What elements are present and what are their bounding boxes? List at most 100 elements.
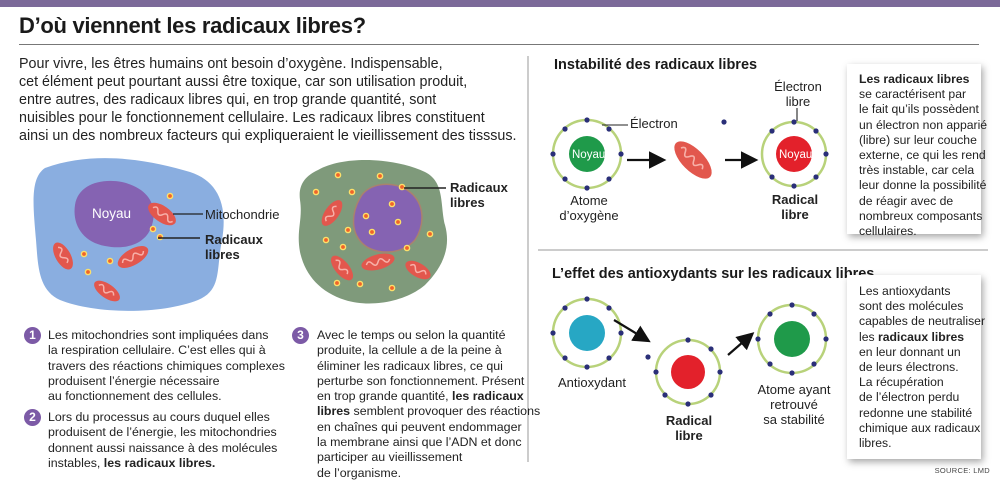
instability-section-title: Instabilité des radicaux libres bbox=[554, 57, 758, 73]
free-electron-label: Électron libre bbox=[771, 79, 825, 109]
mitochondrion bbox=[148, 202, 176, 226]
electrons bbox=[550, 296, 624, 370]
info-box-text: Les antioxydants sont des molécules capa… bbox=[859, 284, 985, 451]
free-radicals-label: Radicaux libres bbox=[205, 232, 263, 262]
step-text: en trop grande quantité, bbox=[317, 389, 453, 404]
info-line: redonne une stabilité bbox=[859, 405, 973, 420]
step-line: de l’organisme. bbox=[317, 465, 402, 480]
intro-line: cet élément peut pourtant aussi être tox… bbox=[19, 74, 468, 90]
label-line: libre bbox=[785, 94, 811, 109]
antioxidant-section-title: L’effet des antioxydants sur les radicau… bbox=[552, 266, 875, 282]
info-line: sont des molécules bbox=[859, 299, 964, 314]
antioxidant-label: Antioxydant bbox=[558, 375, 626, 390]
info-line: (libre) sur leur couche bbox=[859, 132, 977, 147]
mitochondrion bbox=[117, 246, 149, 268]
step-line: donnent aussi naissance à des molécules bbox=[48, 440, 278, 455]
page-title: D’où viennent les radicaux libres? bbox=[19, 13, 366, 38]
step-text: semblent provoquer des réactions bbox=[350, 404, 541, 419]
info-line: externe, ce qui les rend bbox=[859, 148, 986, 163]
intro-line: nuisibles pour le fonctionnement cellula… bbox=[19, 110, 485, 126]
step-line: perturbe son fonctionnement. Présent bbox=[317, 373, 525, 388]
info-line: très instable, car cela bbox=[859, 163, 975, 178]
step-line: produisent de l’énergie, les mitochondri… bbox=[48, 425, 277, 440]
oxygen-atom-label: Atome d’oxygène bbox=[558, 193, 620, 223]
nucleus bbox=[74, 180, 154, 248]
info-line: leur donne la possibilité bbox=[859, 178, 987, 193]
top-accent-bar bbox=[0, 0, 1000, 7]
healthy-cell bbox=[33, 158, 224, 311]
step-line: la respiration cellulaire. C’est elles q… bbox=[48, 343, 266, 358]
label-line: Radicaux bbox=[205, 232, 263, 247]
step-line: la membrane ainsi que l’ADN et donc bbox=[317, 435, 522, 450]
info-line: nombreux composants bbox=[859, 208, 983, 223]
label-line: libres bbox=[450, 195, 485, 210]
nucleus-label-1: Noyau bbox=[572, 149, 606, 161]
step-line: produite, la cellule a de la peine à bbox=[317, 343, 502, 358]
step-1-text: Les mitochondries sont impliquées dans l… bbox=[48, 328, 285, 404]
info-line: de réagir avec de bbox=[859, 193, 954, 208]
info-line: un électron non apparié bbox=[859, 117, 988, 132]
free-radical-dots bbox=[312, 171, 434, 292]
stable-atom bbox=[755, 302, 829, 376]
intro-line: ainsi un des nombreux facteurs qui expli… bbox=[19, 128, 517, 144]
label-line: Électron bbox=[774, 79, 822, 94]
free-radical-atom bbox=[653, 337, 723, 407]
step-line: instables, les radicaux libres. bbox=[48, 456, 277, 471]
step-line: Les mitochondries sont impliquées dans bbox=[48, 328, 269, 342]
electrons bbox=[769, 119, 829, 189]
electrons bbox=[755, 302, 829, 376]
mitochondrion bbox=[405, 260, 431, 280]
step-line: travers des réactions chimiques complexe… bbox=[48, 358, 285, 373]
antioxidant-molecule bbox=[550, 296, 624, 370]
step-badge-2: 2 bbox=[24, 409, 41, 426]
label-line: Radical bbox=[771, 192, 819, 207]
info-text: les bbox=[859, 329, 878, 344]
step-bold-text: libres bbox=[317, 404, 351, 419]
step-line: Lors du processus au cours duquel elles bbox=[48, 410, 270, 424]
info-line: en leur donnant un bbox=[859, 344, 961, 359]
step-line: libres semblent provoquer des réactions bbox=[317, 404, 540, 419]
free-radical-dots bbox=[80, 192, 174, 276]
electrons bbox=[550, 117, 624, 191]
source-credit: SOURCE: LMD bbox=[934, 466, 990, 475]
step-line: en chaînes qui peuvent endommager bbox=[317, 419, 522, 434]
info-line: cellulaires. bbox=[859, 224, 917, 239]
instability-info-box: Les radicaux libres se caractérisent par… bbox=[847, 64, 987, 238]
info-line: de leurs électrons. bbox=[859, 360, 959, 375]
step-bold-text: les radicaux bbox=[452, 389, 524, 404]
aged-cell bbox=[298, 160, 448, 304]
mitochondrion bbox=[321, 200, 343, 226]
info-box-bold: radicaux libres bbox=[877, 329, 965, 344]
step-line: Avec le temps ou selon la quantité bbox=[317, 328, 506, 342]
label-line: libre bbox=[781, 207, 809, 222]
free-radical-label: Radical libre bbox=[767, 192, 823, 222]
step-line: produisent l’énergie nécessaire bbox=[48, 373, 220, 388]
free-radical-atom bbox=[760, 119, 829, 189]
label-line: d’oxygène bbox=[559, 208, 619, 223]
info-line: chimique aux radicaux bbox=[859, 420, 981, 435]
free-electron bbox=[721, 119, 727, 125]
info-line: libres. bbox=[859, 436, 892, 451]
stable-atom-label: Atome ayant retrouvé sa stabilité bbox=[755, 382, 833, 427]
step-bold-text: les radicaux libres. bbox=[103, 455, 216, 470]
step-line: éliminer les radicaux libres, ce qui bbox=[317, 358, 503, 373]
label-line: Atome bbox=[570, 193, 608, 208]
info-line: se caractérisent par bbox=[859, 87, 967, 102]
label-line: sa stabilité bbox=[763, 412, 825, 427]
step-line: participer au vieillissement bbox=[317, 450, 463, 465]
transferred-electron bbox=[645, 354, 651, 360]
label-line: Radical bbox=[665, 413, 713, 428]
free-radicals-label-2: Radicaux libres bbox=[450, 180, 508, 210]
nucleus-label-2: Noyau bbox=[779, 149, 813, 161]
step-2-text: Lors du processus au cours duquel elles … bbox=[48, 410, 277, 471]
arrow bbox=[727, 332, 755, 356]
electron-label: Électron bbox=[630, 116, 678, 131]
step-badge-1: 1 bbox=[24, 327, 41, 344]
arrow bbox=[613, 319, 651, 343]
info-line: capables de neutraliser bbox=[859, 314, 986, 329]
info-box-bold: Les radicaux libres bbox=[859, 72, 970, 86]
intro-line: entre autres, des radicaux libres qui, e… bbox=[19, 92, 437, 108]
nucleus-label: Noyau bbox=[92, 206, 132, 221]
step-text: instables, bbox=[48, 455, 104, 470]
antioxidant-info-box: Les antioxydants sont des molécules capa… bbox=[847, 275, 985, 459]
